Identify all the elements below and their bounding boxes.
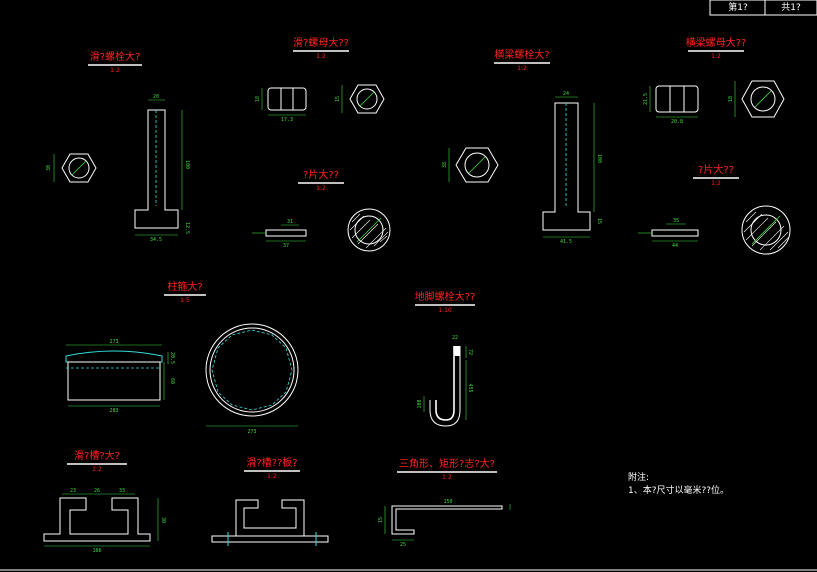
view-title: 滑?螺母大?? [293, 36, 349, 49]
dim-inner: 35 [673, 218, 679, 224]
notes-heading: 附注: [628, 471, 649, 483]
dim-base: 34.5 [150, 237, 162, 243]
dim-outer: 37 [283, 243, 289, 249]
dim-diameter: 273 [247, 429, 256, 435]
dim-bottom: 283 [109, 408, 118, 414]
dim-hex: 18 [728, 96, 734, 102]
sheet-number: 第1? [728, 1, 748, 13]
view-nut-2: 横梁螺母大?? 1:2 21.5 20.8 18 [643, 36, 785, 125]
view-scale: 1:2 [442, 474, 452, 481]
view-scale: 1:2 [316, 185, 326, 192]
dim-h1: 20.5 [169, 352, 175, 364]
notes-line-1: 1、本?尺寸以毫米??位。 [628, 484, 729, 496]
view-title: 滑?槽??板? [246, 456, 297, 469]
dim-length: 455 [467, 383, 473, 392]
view-anchor-bolt: 地脚螺栓大?? 1:10 22 72 455 100 [415, 290, 476, 427]
notes: 附注: 1、本?尺寸以毫米??位。 [628, 471, 729, 496]
dim-b: 26 [94, 488, 100, 494]
view-scale: 1:2 [711, 180, 721, 187]
sheet-total: 共1? [781, 2, 801, 13]
dim-c: 33 [119, 488, 125, 494]
view-scale: 1:2 [711, 53, 721, 60]
view-bolt-1: 滑?螺栓大? 1:2 20 100 12.5 34.5 30 [46, 50, 190, 243]
dim-top: 22 [452, 335, 458, 341]
dim-width: 17.3 [281, 117, 293, 123]
dim-inner: 31 [287, 219, 293, 225]
dim-hex: 15 [335, 96, 341, 102]
dim-width: 25 [400, 542, 406, 548]
view-title: 横梁螺栓大? [494, 48, 549, 61]
view-title: 三角形、矩形?志?大? [399, 457, 495, 470]
view-rail: 滑?槽?大? 1:2 23 26 33 30 166 [43, 449, 166, 554]
dim-h2: 60 [169, 378, 175, 384]
view-scale: 1:2 [110, 67, 120, 74]
view-bolt-2: 横梁螺栓大? 1:2 24 100 15 41.5 38 [442, 48, 602, 245]
view-title: ?片大?? [698, 163, 734, 176]
dim-height: 30 [160, 517, 166, 523]
dim-total: 166 [92, 548, 101, 554]
view-title: ?片大?? [303, 168, 339, 181]
dim-head-width: 24 [563, 91, 569, 97]
view-title: 横梁螺母大?? [686, 36, 747, 49]
dim-hook: 100 [417, 399, 423, 408]
view-scale: 1:2 [517, 65, 527, 72]
view-scale: 1:10 [438, 307, 452, 314]
dim-top: 273 [109, 339, 118, 345]
view-scale: 1:2 [267, 473, 277, 480]
view-title: 滑?螺栓大? [90, 50, 141, 63]
view-scale: 1:5 [180, 297, 190, 304]
dim-length: 100 [596, 154, 602, 163]
view-scale: 1:2 [316, 53, 326, 60]
dim-length: 100 [184, 160, 190, 169]
dim-height: 21.5 [643, 93, 649, 105]
view-washer-1: ?片大?? 1:2 31 37 [252, 168, 391, 252]
dim-hex: 30 [46, 165, 52, 171]
dim-a: 23 [70, 488, 76, 494]
dim-flange: 15 [596, 218, 602, 224]
dim-base: 41.5 [560, 239, 572, 245]
view-nut-1: 滑?螺母大?? 1:2 18 17.3 15 [255, 36, 385, 123]
dim-outer: 44 [672, 243, 678, 249]
dim-flange: 12.5 [184, 222, 190, 234]
view-bracket: 三角形、矩形?志?大? 1:2 150 15 25 [378, 457, 511, 548]
view-title: 地脚螺栓大?? [415, 290, 476, 303]
dim-length: 150 [443, 499, 452, 505]
view-scale: 1:2 [92, 466, 102, 473]
dim-height: 18 [255, 96, 261, 102]
dim-width: 20.8 [671, 119, 683, 125]
dim-head-width: 20 [153, 94, 159, 100]
view-title: 滑?槽?大? [74, 449, 120, 462]
view-washer-2: ?片大?? 1:2 35 44 [638, 163, 791, 255]
dim-thread: 72 [467, 349, 473, 355]
dim-height: 15 [378, 517, 384, 523]
view-hoop: 柱箍大? 1:5 273 20.5 60 283 273 [65, 280, 299, 435]
view-title: 柱箍大? [167, 280, 202, 293]
dim-hex: 38 [442, 162, 448, 168]
view-plate: 滑?槽??板? 1:2 [211, 456, 329, 546]
